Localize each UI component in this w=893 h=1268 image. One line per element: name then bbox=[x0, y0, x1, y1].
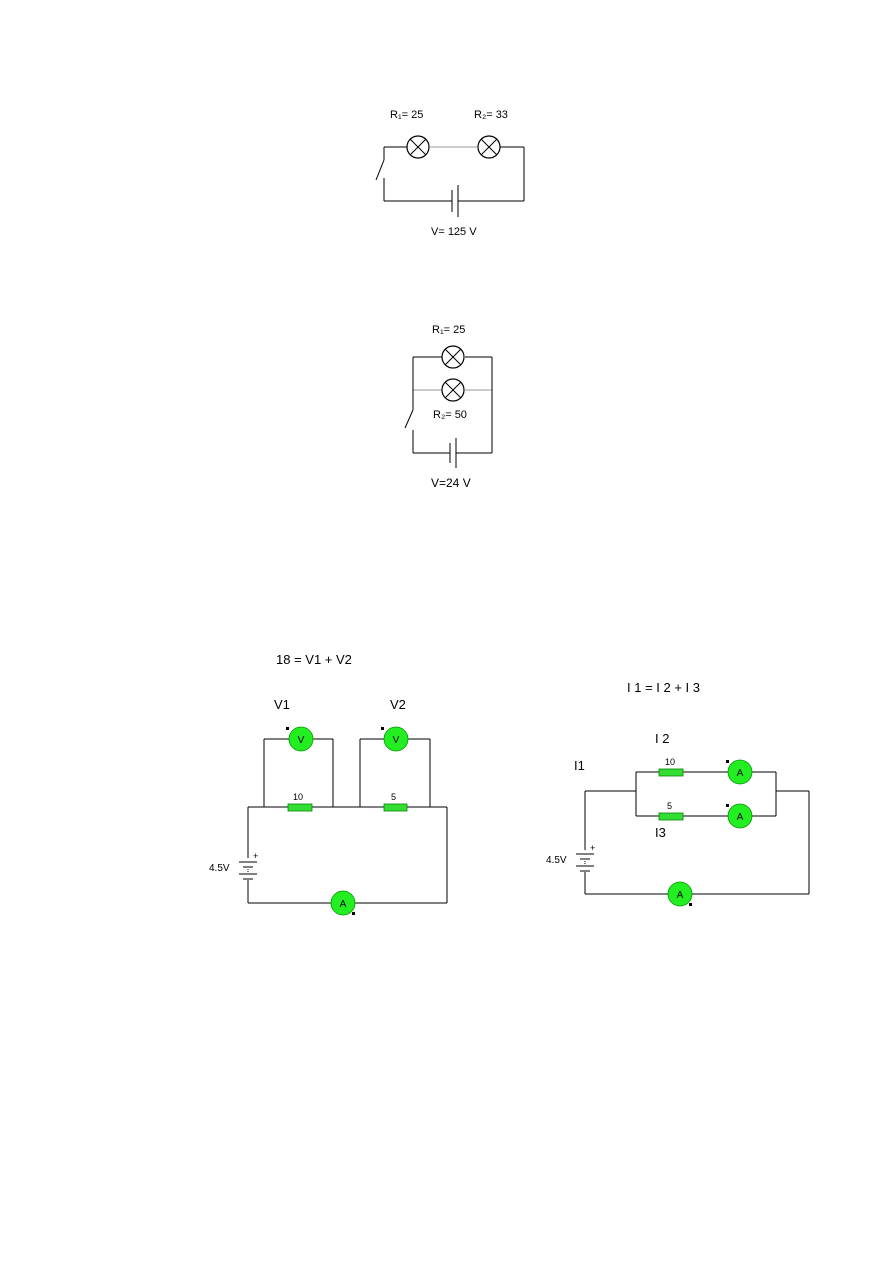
series-lamp-circuit: R₁= 25 R₂= 33 V= 125 V bbox=[375, 109, 525, 238]
switch bbox=[404, 409, 414, 429]
battery-sign: + bbox=[253, 851, 258, 861]
v1-label: V1 bbox=[274, 697, 290, 712]
resistor bbox=[287, 803, 313, 812]
r1-value: 10 bbox=[293, 792, 303, 802]
battery-label: 4.5V bbox=[546, 855, 567, 866]
resistor bbox=[658, 768, 684, 777]
lamp-r1 bbox=[441, 345, 465, 369]
meter-symbol: A bbox=[340, 899, 347, 910]
meter-symbol: A bbox=[737, 768, 744, 779]
equation: I 1 = I 2 + I 3 bbox=[627, 680, 700, 695]
voltage-label: V= 125 V bbox=[431, 226, 477, 238]
i2-label: I 2 bbox=[655, 731, 669, 746]
meter-symbol: V bbox=[298, 735, 305, 746]
i1-label: I1 bbox=[574, 758, 585, 773]
voltmeter-v2: V bbox=[381, 726, 409, 752]
r2-value: 5 bbox=[667, 801, 672, 811]
resistor bbox=[658, 812, 684, 821]
lamp-r2 bbox=[441, 378, 465, 402]
r2-label: R₂= 50 bbox=[433, 409, 467, 421]
battery bbox=[449, 438, 457, 468]
ammeter-i2: A bbox=[726, 759, 753, 785]
equation: 18 = V1 + V2 bbox=[276, 652, 352, 667]
meter-symbol: V bbox=[393, 735, 400, 746]
ammeter: A bbox=[330, 890, 356, 916]
current-parallel-circuit: I 1 = I 2 + I 3 I 2 I1 I3 10 5 A bbox=[546, 680, 810, 907]
battery-sign: + bbox=[590, 843, 595, 853]
voltage-label: V=24 V bbox=[431, 476, 471, 490]
battery: + bbox=[239, 851, 258, 880]
voltage-series-circuit: 18 = V1 + V2 V1 V2 10 5 V bbox=[209, 652, 448, 916]
v2-label: V2 bbox=[390, 697, 406, 712]
r1-value: 10 bbox=[665, 757, 675, 767]
resistor bbox=[383, 803, 408, 812]
meter-symbol: A bbox=[737, 812, 744, 823]
r2-value: 5 bbox=[391, 792, 396, 802]
battery-label: 4.5V bbox=[209, 863, 230, 874]
battery bbox=[451, 185, 459, 217]
r2-label: R₂= 33 bbox=[474, 109, 508, 121]
r1-label: R₁= 25 bbox=[432, 324, 465, 336]
parallel-lamp-circuit: R₁= 25 R₂= 50 V=24 V bbox=[404, 324, 493, 490]
voltmeter-v1: V bbox=[286, 726, 314, 752]
ammeter-i3: A bbox=[726, 803, 753, 829]
lamp-r1 bbox=[406, 135, 430, 159]
ammeter-i1: A bbox=[667, 881, 693, 907]
r1-label: R₁= 25 bbox=[390, 109, 423, 121]
i3-label: I3 bbox=[655, 825, 666, 840]
battery: + bbox=[576, 843, 595, 872]
switch bbox=[375, 159, 385, 181]
meter-symbol: A bbox=[677, 890, 684, 901]
lamp-r2 bbox=[477, 135, 501, 159]
